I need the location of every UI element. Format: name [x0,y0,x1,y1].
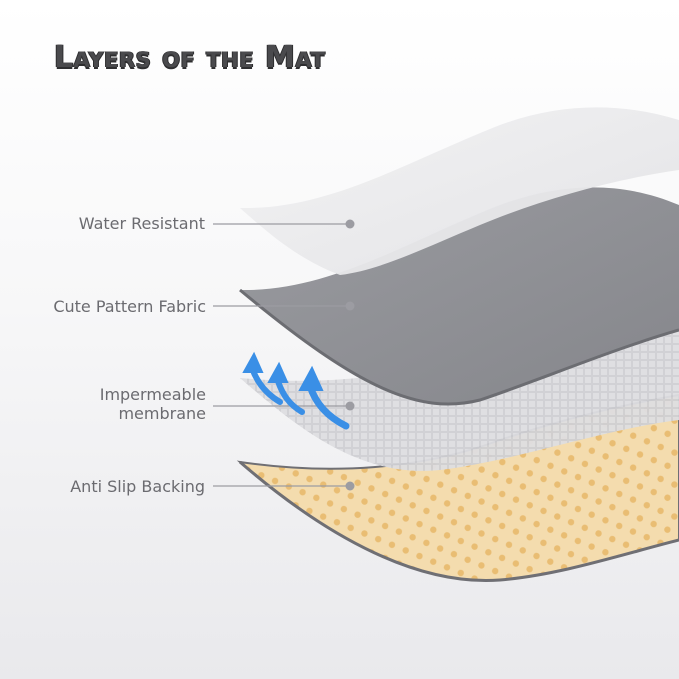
airflow-arrow-2-icon [267,361,305,415]
leader-dot-membrane [345,401,355,411]
page-title: Layers of the Mat [54,40,326,75]
leader-dot-fabric [345,301,355,311]
label-impermeable-membrane: Impermeable membrane [100,385,206,423]
leader-dots [345,219,355,491]
label-anti-slip-backing: Anti Slip Backing [70,477,205,496]
airflow-arrow-1-icon [242,351,283,405]
leader-dot-water-resistant [345,219,355,229]
airflow-arrow-3-icon [298,365,350,430]
label-impermeable-line2: membrane [118,404,206,423]
water-resistant-layer [240,107,679,275]
leader-lines [213,223,350,487]
leader-dot-backing [345,481,355,491]
cute-pattern-fabric-layer [239,187,679,406]
airflow-arrows-icon [242,351,350,430]
label-cute-pattern-fabric: Cute Pattern Fabric [53,297,206,316]
label-impermeable-line1: Impermeable [99,385,206,404]
label-water-resistant: Water Resistant [78,214,205,233]
